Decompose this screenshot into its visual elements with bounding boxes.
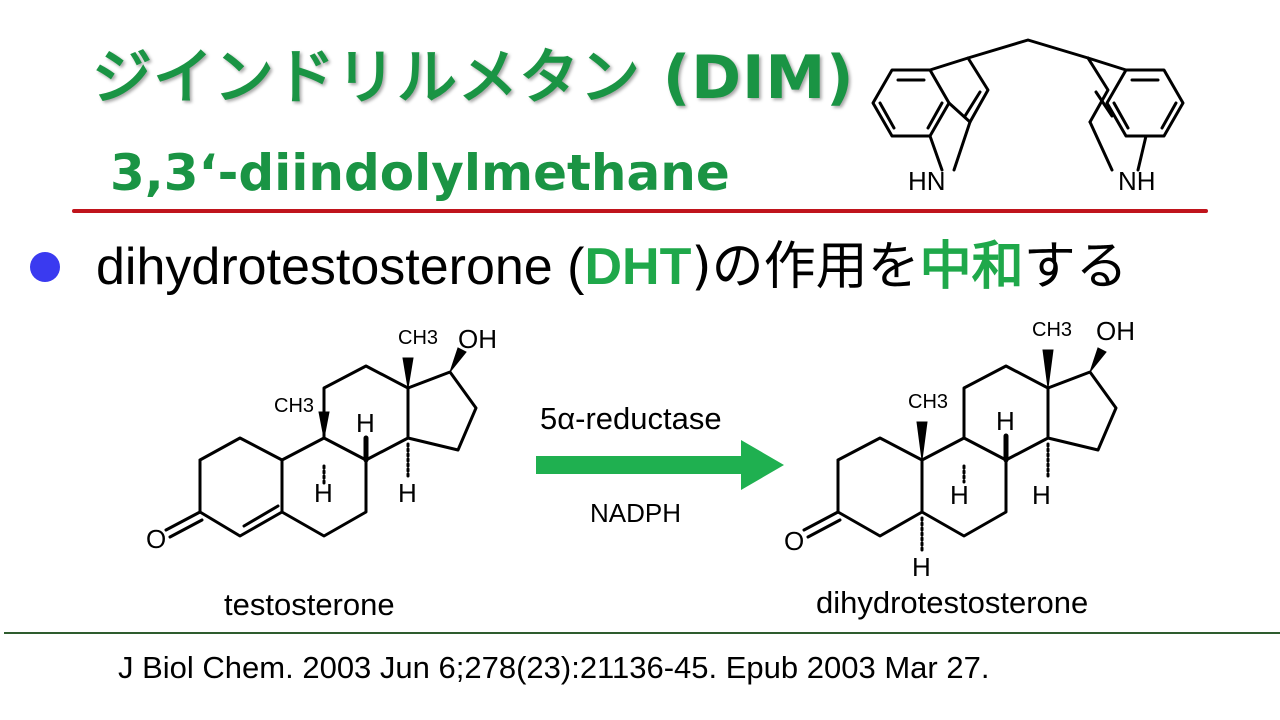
bullet-abbr-dht: DHT [584, 238, 692, 296]
dht-h2: H [950, 480, 969, 510]
dht-h1: H [996, 406, 1015, 436]
cofactor-label: NADPH [590, 498, 682, 528]
bullet-text-part3: する [1023, 237, 1128, 297]
bullet-text-part1: dihydrotestosterone ( [96, 238, 585, 296]
bullet-text-part2: )の作用を [691, 237, 920, 297]
testosterone-h1: H [356, 408, 375, 438]
testosterone-methyl-top: CH3 [398, 327, 438, 349]
bullet-dot [30, 252, 60, 282]
testosterone-h3: H [398, 478, 417, 508]
dim-nh-right: NH [1118, 166, 1156, 196]
bullet-highlight: 中和 [919, 237, 1024, 297]
reaction-arrow [536, 440, 784, 490]
dim-nh-left: HN [908, 166, 946, 196]
bullet-text: dihydrotestosterone (DHT)の作用を中和する [96, 232, 1128, 302]
testosterone-hydroxyl: OH [458, 324, 497, 354]
dht-h4: H [912, 552, 931, 582]
citation: J Biol Chem. 2003 Jun 6;278(23):21136-45… [118, 650, 990, 685]
page-title-jp: ジインドリルメタン (DIM) [92, 43, 855, 113]
page-title-en: 3,3‘-diindolylmethane [110, 144, 730, 202]
dht-label: dihydrotestosterone [816, 585, 1089, 620]
dim-structure: HN NH [871, 38, 1185, 196]
testosterone-oxygen: O [146, 524, 166, 554]
dht-h3: H [1032, 480, 1051, 510]
testosterone-methyl-mid: CH3 [274, 395, 314, 417]
dht-methyl-top: CH3 [1032, 319, 1072, 341]
red-divider [72, 209, 1208, 213]
enzyme-label: 5α-reductase [540, 401, 722, 436]
testosterone-h2: H [314, 478, 333, 508]
footer-divider [4, 632, 1280, 634]
dht-methyl-mid: CH3 [908, 391, 948, 413]
testosterone-structure: O CH3 CH3 OH H H H [146, 324, 497, 554]
dht-oxygen: O [784, 526, 804, 556]
dht-structure: O CH3 CH3 OH H H H H [784, 316, 1135, 582]
dht-hydroxyl: OH [1096, 316, 1135, 346]
testosterone-label: testosterone [224, 587, 395, 622]
